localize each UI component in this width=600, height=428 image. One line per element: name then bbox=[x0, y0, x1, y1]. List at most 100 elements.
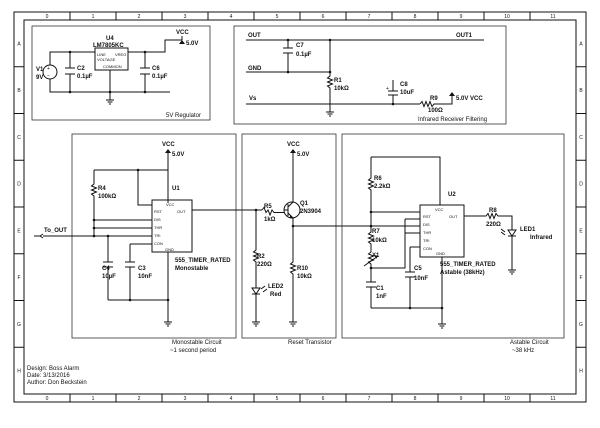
frame-row-label-right: A bbox=[579, 41, 583, 47]
c6-ref: C6 bbox=[152, 66, 160, 72]
frame-col-label-bottom: 4 bbox=[230, 396, 233, 402]
frame-row-label-right: F bbox=[579, 275, 582, 281]
c5-value: 10nF bbox=[414, 276, 428, 282]
r1-ref: R1 bbox=[334, 78, 342, 84]
u2-pin-out: OUT bbox=[449, 214, 458, 219]
frame-col-label-bottom: 3 bbox=[184, 396, 187, 402]
c1-ref: C1 bbox=[376, 286, 384, 292]
r4-ref: R4 bbox=[98, 186, 106, 192]
frame-row-label-right: H bbox=[579, 369, 583, 375]
frame-row-label-right: B bbox=[579, 88, 583, 94]
r7-value: 10kΩ bbox=[372, 238, 387, 244]
x1-ref: X1 bbox=[372, 253, 380, 259]
q1-ref: Q1 bbox=[300, 201, 309, 207]
r10-value: 10kΩ bbox=[297, 274, 312, 280]
frame-col-label-top: 10 bbox=[504, 14, 510, 20]
u2-pin-vcc: VCC bbox=[435, 207, 444, 212]
led2-value: Red bbox=[270, 292, 282, 298]
frame-row-label-left: C bbox=[17, 135, 21, 141]
astable-caption-1: Astable Circuit bbox=[510, 340, 549, 346]
ir-vs-label: Vs bbox=[249, 96, 257, 102]
frame-col-label-bottom: 5 bbox=[276, 396, 279, 402]
frame-row-label-left: D bbox=[17, 182, 21, 188]
u4-pin-common: COMMON bbox=[103, 64, 122, 69]
c4-value: 10µF bbox=[102, 274, 116, 280]
frame-row-label-left: F bbox=[17, 275, 20, 281]
u1-pin-tri: TRI bbox=[154, 233, 160, 238]
u4-part: LM7805KC bbox=[93, 43, 124, 49]
u1-pin-vcc: VCC bbox=[166, 202, 175, 207]
design-date: Date: 3/13/2016 bbox=[27, 373, 70, 379]
monostable-block: Monostable Circuit ~1 second period VCC … bbox=[34, 133, 262, 354]
u1-pin-thr: THR bbox=[154, 225, 162, 230]
c1-value: 1nF bbox=[376, 294, 387, 300]
title-block: Design: Boss Alarm Date: 3/13/2016 Autho… bbox=[27, 366, 87, 386]
frame-col-label-top: 6 bbox=[322, 14, 325, 20]
frame-row-label-left: B bbox=[17, 88, 21, 94]
frame-row-label-left: A bbox=[17, 41, 21, 47]
c7-value: 0.1µF bbox=[296, 52, 312, 58]
u1-pin-con: CON bbox=[154, 241, 163, 246]
u1-pin-rst: RST bbox=[154, 209, 163, 214]
frame-col-label-bottom: 11 bbox=[550, 396, 555, 402]
r6-ref: R6 bbox=[374, 176, 382, 182]
frame-row-label-right: C bbox=[579, 135, 583, 141]
c6-value: 0.1µF bbox=[152, 74, 168, 80]
frame-col-label-top: 3 bbox=[184, 14, 187, 20]
c8-ref: C8 bbox=[400, 82, 408, 88]
frame-col-label-top: 2 bbox=[138, 14, 141, 20]
r9-ref: R9 bbox=[430, 96, 438, 102]
frame-col-label-top: 5 bbox=[276, 14, 279, 20]
u2-pin-rst: RST bbox=[423, 214, 432, 219]
r2-ref: R2 bbox=[257, 254, 265, 260]
u2-pin-dis: DIS bbox=[423, 222, 430, 227]
u1-pin-gnd: GND bbox=[165, 247, 174, 252]
r5-ref: R5 bbox=[264, 204, 272, 210]
r1-value: 10kΩ bbox=[334, 86, 349, 92]
regulator-caption: 5V Regulator bbox=[166, 113, 201, 119]
u2-pin-gnd: GND bbox=[436, 251, 445, 256]
frame-col-label-bottom: 0 bbox=[46, 396, 49, 402]
svg-text:+: + bbox=[386, 86, 389, 92]
frame-row-label-left: G bbox=[17, 322, 21, 328]
c7-ref: C7 bbox=[296, 43, 304, 49]
v1-value: 9V bbox=[36, 75, 43, 81]
u4-pin-line: LINE bbox=[97, 52, 106, 57]
c2-ref: C2 bbox=[77, 66, 85, 72]
u1-pin-dis: DIS bbox=[154, 217, 161, 222]
reset-vcc-label: VCC bbox=[287, 142, 300, 148]
ir-gnd-label: GND bbox=[248, 66, 262, 72]
led2-ref: LED2 bbox=[268, 284, 284, 290]
reset-block: Reset Transistor VCC 5.0V R5 1kΩ Q1 2N39… bbox=[241, 133, 374, 346]
frame-col-label-top: 9 bbox=[460, 14, 463, 20]
ir-out1-label: OUT1 bbox=[456, 33, 473, 39]
u2-ref: U2 bbox=[448, 192, 456, 198]
frame-col-label-bottom: 1 bbox=[92, 396, 95, 402]
regulator-block: 5V Regulator + − V1 9V C2 0.1µF C6 0.1µF bbox=[31, 25, 211, 121]
design-author: Author: Don Beckstein bbox=[27, 380, 87, 386]
frame-col-label-bottom: 7 bbox=[368, 396, 371, 402]
reset-vcc-value: 5.0V bbox=[297, 152, 309, 158]
c5-ref: C5 bbox=[414, 266, 422, 272]
u1-ref: U1 bbox=[172, 186, 180, 192]
monostable-caption-2: ~1 second period bbox=[170, 348, 216, 354]
design-name: Design: Boss Alarm bbox=[27, 366, 79, 372]
frame-row-label-right: D bbox=[579, 182, 583, 188]
u2-pin-con: CON bbox=[423, 246, 432, 251]
frame-col-label-top: 7 bbox=[368, 14, 371, 20]
c4-ref: C4 bbox=[102, 266, 110, 272]
frame-col-label-bottom: 8 bbox=[414, 396, 417, 402]
frame-row-label-left: E bbox=[17, 228, 21, 234]
mono-vcc-value: 5.0V bbox=[172, 152, 184, 158]
frame-col-label-bottom: 10 bbox=[504, 396, 510, 402]
r2-value: 220Ω bbox=[257, 262, 272, 268]
r6-value: 2.2kΩ bbox=[374, 184, 391, 190]
u2-pin-tri: TRI bbox=[423, 238, 429, 243]
r8-value: 220Ω bbox=[486, 222, 501, 228]
ir-filter-block: Infrared Receiver Filtering OUT OUT1 GND… bbox=[233, 25, 507, 125]
mono-input-label: To_OUT bbox=[44, 228, 67, 234]
r8-ref: R8 bbox=[489, 208, 497, 214]
frame-row-label-right: G bbox=[579, 322, 583, 328]
mono-vcc-label: VCC bbox=[162, 142, 175, 148]
